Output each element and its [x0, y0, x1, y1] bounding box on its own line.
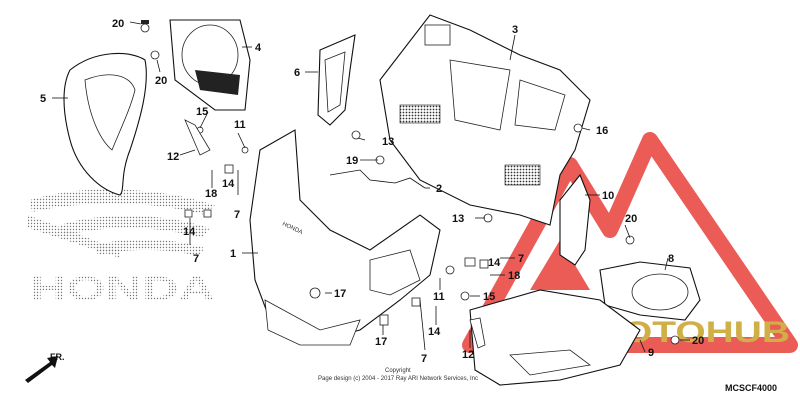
part-3-inner-panel	[379, 14, 591, 226]
callout-13: 13	[452, 213, 464, 225]
callout-7: 7	[518, 253, 524, 265]
front-arrow: FR.	[25, 352, 65, 383]
callout-7: 7	[234, 209, 240, 221]
callout-7: 7	[421, 353, 427, 365]
callout-9: 9	[648, 347, 654, 359]
callout-12: 12	[462, 349, 474, 361]
part-5-shell	[63, 52, 147, 196]
part-2-stay	[329, 169, 426, 189]
callout-14: 14	[488, 257, 501, 269]
callout-15: 15	[196, 106, 208, 118]
part-4-mirror	[169, 19, 251, 111]
callout-20: 20	[112, 18, 124, 30]
honda-wing-emblem: HONDA	[28, 189, 215, 308]
callout-7: 7	[193, 253, 199, 265]
callout-13: 13	[382, 136, 394, 148]
callout-20: 20	[625, 213, 637, 225]
callout-5: 5	[40, 93, 46, 105]
part-9-lower-cover	[469, 289, 641, 386]
part-6-panel	[317, 34, 356, 126]
callout-11: 11	[433, 291, 445, 303]
callout-numbers: 20 4 5 20 6 3 16 15 11 12 14 18 7 14 7 1…	[40, 18, 704, 365]
fasteners	[140, 20, 680, 349]
copyright-title: Copyright	[385, 368, 411, 374]
callout-14: 14	[428, 326, 441, 338]
callout-11: 11	[234, 119, 246, 131]
leader-lines	[52, 21, 690, 353]
callout-8: 8	[668, 253, 674, 265]
callout-14: 14	[222, 178, 235, 190]
callout-2: 2	[436, 183, 442, 195]
front-label: FR.	[50, 352, 65, 362]
callout-16: 16	[596, 125, 608, 137]
callout-18: 18	[205, 188, 217, 200]
part-1-cowl: HONDA	[249, 129, 441, 346]
callout-18: 18	[508, 270, 520, 282]
callout-3: 3	[512, 24, 518, 36]
callout-10: 10	[602, 190, 614, 202]
honda-emblem-text: HONDA	[30, 270, 215, 308]
part-8-light	[599, 261, 701, 321]
callout-12: 12	[167, 151, 179, 163]
callout-19: 19	[346, 155, 358, 167]
callout-15: 15	[483, 291, 495, 303]
callout-17: 17	[334, 288, 346, 300]
sheet-code: MCSCF4000	[725, 383, 777, 393]
callout-6: 6	[294, 67, 300, 79]
callout-1: 1	[230, 248, 236, 260]
callout-20: 20	[692, 335, 704, 347]
part-10-bracket	[559, 173, 591, 266]
callout-17: 17	[375, 336, 387, 348]
callout-14: 14	[183, 226, 196, 238]
copyright-text: Page design (c) 2004 - 2017 Ray ARI Netw…	[318, 376, 478, 382]
callout-4: 4	[255, 42, 262, 54]
callout-20: 20	[155, 75, 167, 87]
